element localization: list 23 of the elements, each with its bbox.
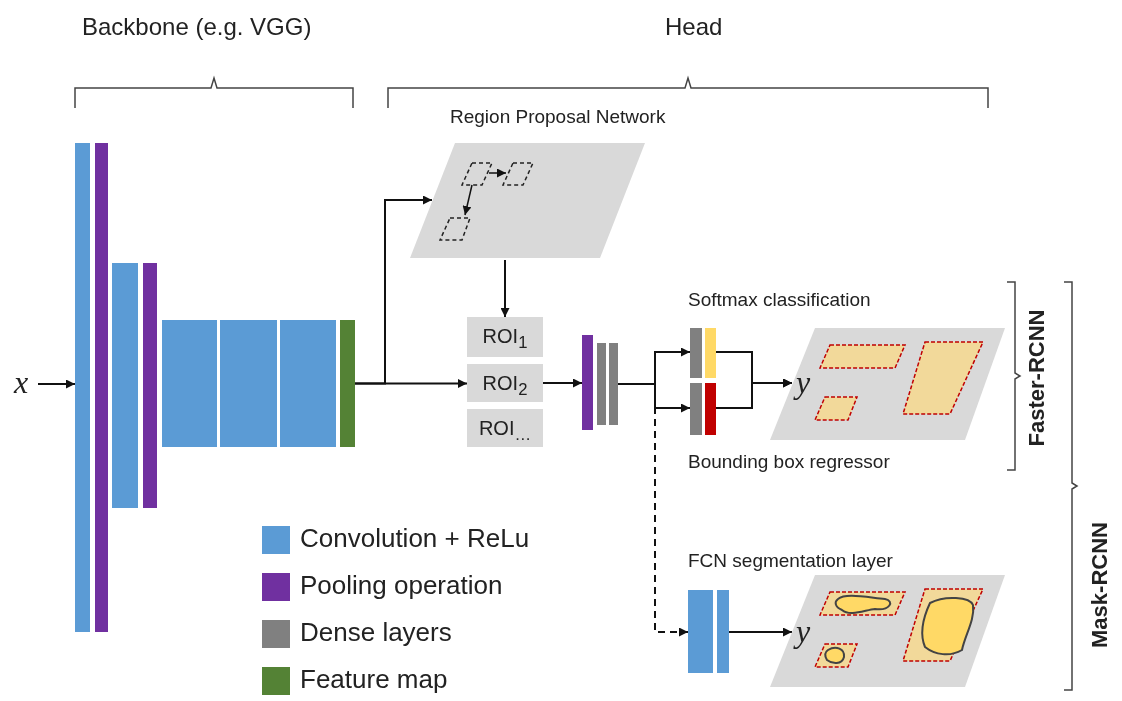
layer-label: Region Proposal Network bbox=[450, 107, 666, 128]
arrow bbox=[715, 378, 793, 409]
legend-label: Dense layers bbox=[300, 618, 452, 647]
section-label: Faster-RCNN bbox=[1024, 309, 1050, 447]
layer-label: Softmax classification bbox=[688, 290, 871, 311]
section-label: Backbone (e.g. VGG) bbox=[82, 14, 312, 41]
legend-label: Feature map bbox=[300, 665, 448, 694]
arrow bbox=[728, 627, 793, 637]
variable-label: x bbox=[14, 364, 29, 401]
legend-label: Pooling operation bbox=[300, 571, 503, 600]
arrow bbox=[500, 259, 510, 318]
layer-label: Bounding box regressor bbox=[688, 452, 890, 473]
roi-box: ROI$_{1}$ bbox=[467, 317, 543, 357]
arrow bbox=[37, 379, 76, 389]
legend-label: Convolution + ReLu bbox=[300, 524, 530, 553]
roi-box: ROI$_{…}$ bbox=[467, 409, 543, 447]
section-label: Mask-RCNN bbox=[1087, 522, 1113, 648]
layer-label: FCN segmentation layer bbox=[688, 551, 893, 572]
arrow bbox=[617, 383, 689, 637]
section-label: Head bbox=[665, 14, 723, 41]
arrow bbox=[542, 378, 583, 388]
arrow bbox=[354, 379, 468, 388]
roi-box: ROI$_{2}$ bbox=[467, 364, 543, 402]
